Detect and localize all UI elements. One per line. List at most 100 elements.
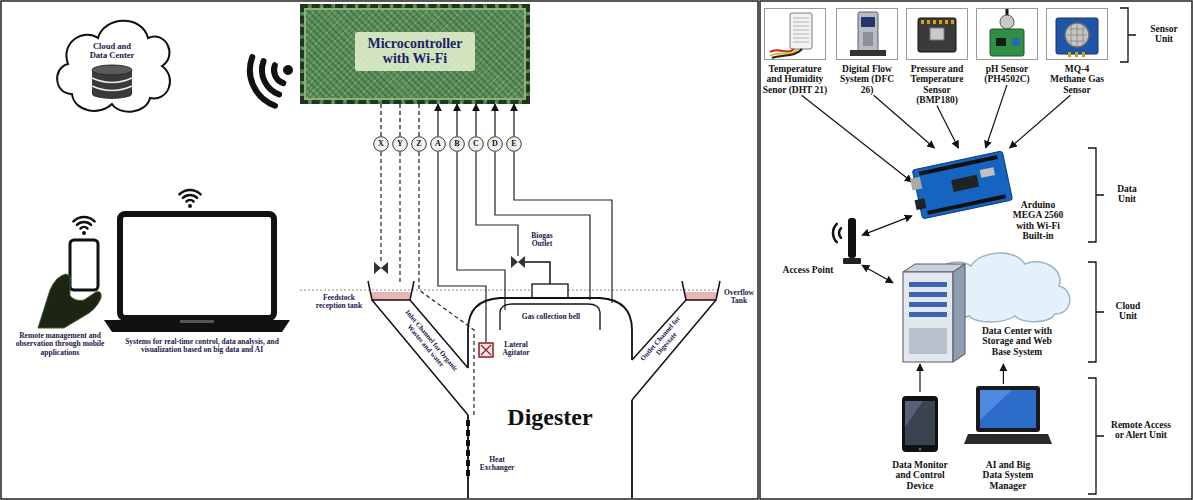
overflow-tank (682, 281, 720, 300)
ground-line (300, 290, 720, 291)
node-text: B (449, 140, 465, 149)
node-text: E (506, 140, 522, 149)
wifi-symbol (179, 190, 200, 194)
node-text: D (487, 140, 503, 149)
wifi-symbol (271, 65, 283, 85)
data-center: Data Center with Storage and Web Base Sy… (893, 248, 1080, 364)
sensor-card-picture (1075, 52, 1078, 57)
signal-circle-picture (412, 137, 427, 152)
digester-vessel-picture (468, 298, 632, 498)
dashed-signal-line (418, 104, 419, 136)
part-label-holder: Gas collection bell (508, 313, 594, 321)
signal-wire (476, 152, 518, 256)
sensor-card-picture (927, 20, 930, 24)
sensor-card-picture (930, 28, 944, 40)
data-center-picture (909, 282, 947, 317)
wifi-symbol (82, 231, 86, 235)
ai-laptop-picture (976, 386, 1040, 432)
channel-wall (632, 300, 716, 400)
part-label: Feedstock reception tank (312, 294, 366, 311)
arduino-board-picture (951, 175, 979, 192)
sensor-card-picture (863, 32, 873, 46)
data-center-picture (909, 328, 947, 354)
sensor-card-picture (790, 13, 812, 49)
unit-label-holder: Cloud Unit (1110, 301, 1146, 322)
cloud-shape-picture (57, 21, 170, 112)
part-label-holder: Biogas Outlet (524, 232, 560, 249)
unit-bracket (1088, 378, 1104, 494)
node-text: AI and Big Data System Manager (977, 460, 1039, 491)
agitator-icon (479, 343, 493, 357)
wifi-symbol (73, 217, 94, 221)
wifi-symbol (188, 204, 192, 208)
laptop-icon (180, 320, 214, 323)
sensor-card-picture (976, 8, 1038, 60)
part-label: Heat Exchanger (476, 456, 518, 473)
sensor-card: MQ-4 Methane Gas Sensor (1044, 8, 1110, 95)
signal-circle-picture (374, 137, 389, 152)
sensor-card-picture (990, 29, 1024, 56)
sensor-card: pH Sensor (PH4502C) (974, 8, 1040, 85)
sensor-card-picture (1000, 15, 1014, 29)
arrow-connector (475, 104, 476, 136)
sensor-card-picture (764, 8, 826, 60)
laptop-icon (120, 214, 274, 318)
signal-circle: E (506, 136, 522, 152)
access-point-picture (843, 258, 861, 264)
signal-circle: Z (411, 136, 427, 152)
signal-circle: C (468, 136, 484, 152)
data-center-picture (909, 292, 947, 297)
node-text: Data Monitor and Control Device (887, 460, 953, 491)
part-label: Biogas Outlet (524, 232, 560, 249)
sensor-card-picture (1067, 23, 1087, 47)
signal-circle: Y (392, 136, 408, 152)
cloud-shape-picture (92, 65, 132, 75)
sensor-card-picture (1068, 52, 1085, 57)
signal-wire (380, 152, 381, 261)
agitator-icon (481, 345, 491, 355)
feedstock-tank (368, 262, 414, 300)
sensor-card-picture (1047, 9, 1108, 60)
arduino-board-picture (927, 194, 1006, 215)
sensor-card-picture (933, 20, 936, 24)
part-label: Lateral Agitator (496, 341, 536, 358)
gas-bell (500, 256, 600, 330)
arrow-connector (919, 364, 920, 392)
sensor-card: Digital Flow System (DFC 26) (834, 8, 900, 95)
node-text: Digital Flow System (DFC 26) (835, 64, 899, 95)
wifi-symbol (81, 227, 88, 228)
signal-wire (419, 152, 474, 418)
connector-group (381, 85, 1070, 392)
sensor-card: Pressure and Temperature Sensor (BMP180) (904, 8, 970, 106)
wifi-symbol (242, 44, 304, 111)
channel-label: Outlet Channel for Digestate (635, 311, 693, 374)
feedstock-tank (374, 262, 388, 274)
signal-circle-picture (507, 137, 522, 152)
signal-wire (381, 152, 612, 418)
unit-label: Sensor Unit (1142, 24, 1186, 45)
sensor-card-picture (977, 9, 1038, 60)
node-text: Access Point (772, 265, 844, 275)
signal-circle-picture (488, 137, 503, 152)
cloud-shape: Cloud and Data Center (50, 10, 175, 118)
monitor-device-picture (905, 401, 935, 445)
unit-label: Remote Access or Alert Unit (1110, 420, 1172, 441)
gas-bell (532, 284, 568, 298)
unit-bracket (1088, 148, 1104, 242)
part-label-holder: Lateral Agitator (496, 341, 536, 358)
sensor-card-picture (836, 8, 898, 60)
sensor-card: Temperature and Humidity Senor (DHT 21) (762, 8, 828, 95)
ai-laptop-picture (964, 434, 1052, 444)
data-center-picture (953, 264, 965, 362)
panel-frame (1, 1, 758, 499)
node-text: A (430, 140, 446, 149)
arrow-connector (494, 104, 495, 136)
cloud-shape-picture (50, 10, 175, 118)
data-center-picture (903, 272, 953, 362)
node-text: Data Center with Storage and Web Base Sy… (975, 326, 1059, 357)
part-label-holder: Overflow Tank (722, 289, 756, 306)
caption-text: Remote management and observation throug… (8, 332, 112, 357)
sensor-card-picture (921, 20, 924, 24)
sensor-card-picture (1056, 18, 1098, 54)
